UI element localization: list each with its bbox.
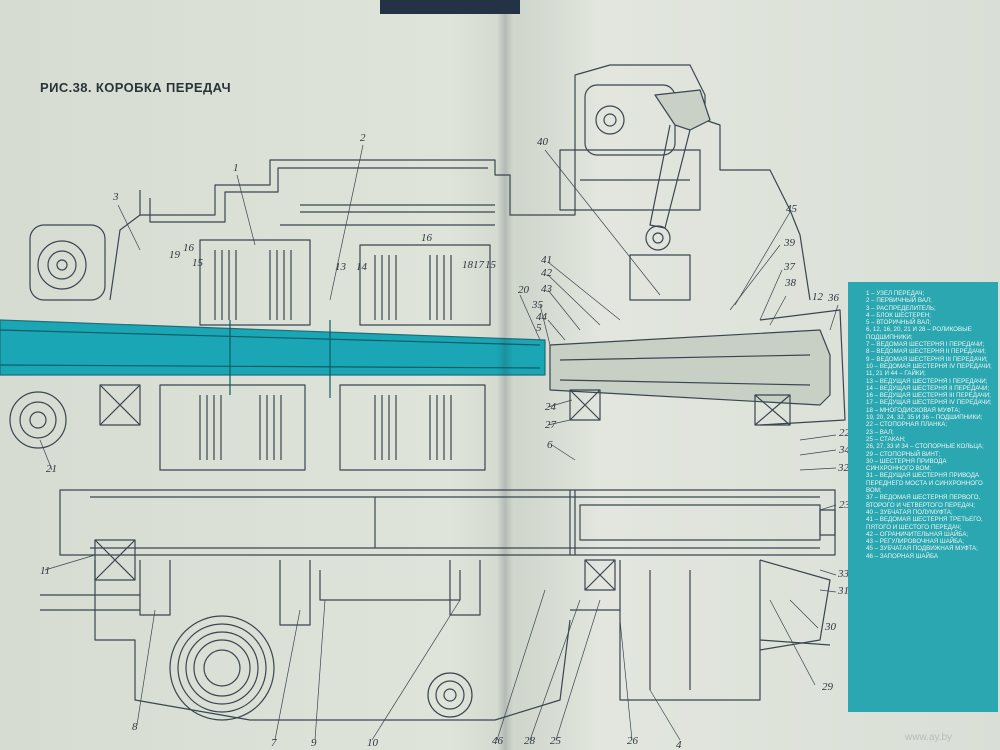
book-spine-shadow (497, 0, 513, 750)
callout-label: 18 (462, 259, 473, 271)
callout-label: 3 (113, 191, 119, 203)
legend-item: 42 – ОГРАНИЧИТЕЛЬНАЯ ШАЙБА; (866, 530, 969, 538)
callout-label: 9 (311, 737, 317, 749)
callout-label: 34 (839, 444, 850, 456)
legend-item: 11, 21 и 44 – ГАЙКИ; (866, 370, 926, 378)
clutch-packs-lower (159, 384, 486, 471)
callout-label: 23 (839, 499, 850, 511)
callout-label: 8 (132, 721, 138, 733)
callout-label: 41 (541, 254, 552, 266)
bearings (94, 384, 791, 591)
legend-item: 8 – ВЕДОМАЯ ШЕСТЕРНЯ II ПЕРЕДАЧИ; (866, 348, 986, 356)
legend-item: 31 – ВЕДУЩАЯ ШЕСТЕРНЯ ПРИВОДА ПЕРЕДНЕГО … (866, 472, 983, 495)
book-cover-edge (380, 0, 520, 14)
callout-label: 38 (785, 277, 796, 289)
callout-label: 31 (838, 585, 849, 597)
shift-lever (629, 89, 711, 301)
legend-item: 46 – ЗАПОРНАЯ ШАЙБА (866, 552, 939, 560)
callout-label: 16 (421, 232, 432, 244)
callout-label: 7 (271, 737, 277, 749)
callout-label: 5 (536, 322, 542, 334)
legend-item: 41 – ВЕДОМАЯ ШЕСТЕРНЯ ТРЕТЬЕГО, ПЯТОГО И… (866, 516, 983, 531)
callout-label: 15 (485, 259, 496, 271)
leader-lines (39, 144, 839, 741)
legend-item: 17 – ВЕДУЩАЯ ШЕСТЕРНЯ IV ПЕРЕДАЧИ; (866, 399, 992, 407)
legend-item: 10 – ВЕДОМАЯ ШЕСТЕРНЯ IV ПЕРЕДАЧИ; (866, 362, 992, 370)
callout-label: 24 (545, 401, 556, 413)
legend-item: 23 – ВАЛ; (866, 428, 894, 436)
callout-label: 2 (360, 132, 366, 144)
legend-item: 4 – БЛОК ШЕСТЕРЕН; (866, 311, 931, 319)
legend-item: 37 – ВЕДОМАЯ ШЕСТЕРНЯ ПЕРВОГО, ВТОРОГО И… (866, 494, 981, 509)
callout-label: 32 (838, 462, 849, 474)
distributor-housing (29, 224, 106, 301)
legend-item: 25 – СТАКАН; (866, 435, 906, 443)
callout-label: 33 (838, 568, 849, 580)
legend-item: 45 – ЗУБЧАТАЯ ПОДВИЖНАЯ МУФТА; (866, 545, 978, 553)
legend-item: 1 – УЗЕЛ ПЕРЕДАЧ; (866, 290, 925, 297)
callout-label: 16 (183, 242, 194, 254)
output-shaft (549, 309, 846, 426)
callout-label: 39 (784, 237, 795, 249)
legend-item: 7 – ВЕДОМАЯ ШЕСТЕРНЯ I ПЕРЕДАЧИ; (866, 341, 985, 349)
callout-label: 35 (532, 299, 543, 311)
callout-label: 12 (812, 291, 823, 303)
callout-label: 46 (492, 735, 503, 747)
callout-label: 15 (192, 257, 203, 269)
legend-item: 2 – ПЕРВИЧНЫЙ ВАЛ; (866, 297, 932, 305)
callout-label: 29 (822, 681, 833, 693)
callout-label: 25 (550, 735, 561, 747)
callout-label: 1 (233, 162, 239, 174)
clutch-packs-upper (199, 239, 491, 326)
figure-title: РИС.38. КОРОБКА ПЕРЕДАЧ (40, 80, 231, 95)
callout-label: 36 (828, 292, 839, 304)
legend-item: 18 – МНОГОДИСКОВАЯ МУФТА; (866, 406, 961, 414)
callout-label: 17 (473, 259, 484, 271)
legend-item: 22 – СТОПОРНАЯ ПЛАНКА; (866, 421, 948, 429)
legend-item: 14 – ВЕДУЩАЯ ШЕСТЕРНЯ II ПЕРЕДАЧИ; (866, 384, 990, 392)
callout-label: 28 (524, 735, 535, 747)
oil-filter-spiral (169, 615, 473, 721)
callout-label: 14 (356, 261, 367, 273)
driven-gears-lower (40, 560, 761, 701)
watermark: www.ay.by (905, 732, 953, 743)
legend-item: 5 – ВТОРИЧНЫЙ ВАЛ; (866, 319, 932, 327)
callout-label: 42 (541, 267, 552, 279)
callout-label: 21 (46, 463, 57, 475)
callout-label: 26 (627, 735, 638, 747)
callout-label: 6 (547, 439, 553, 451)
callout-label: 37 (784, 261, 795, 273)
legend-item: 26, 27, 33 и 34 – СТОПОРНЫЕ КОЛЬЦА; (866, 443, 984, 451)
legend-item: 43 – РЕГУЛИРОВОЧНАЯ ШАЙБА; (866, 538, 964, 546)
housing-lower (94, 559, 831, 721)
callout-label: 44 (536, 311, 547, 323)
legend-item: 9 – ВЕДОМАЯ ШЕСТЕРНЯ III ПЕРЕДАЧИ; (866, 355, 988, 363)
callout-label: 30 (825, 621, 836, 633)
parts-legend: 1 – УЗЕЛ ПЕРЕДАЧ;2 – ПЕРВИЧНЫЙ ВАЛ;3 – Р… (848, 282, 998, 712)
legend-item: 19, 20, 24, 32, 35 и 36 – ПОДШИПНИКИ; (866, 414, 983, 422)
callout-label: 20 (518, 284, 529, 296)
callout-label: 43 (541, 283, 552, 295)
countershaft (59, 489, 836, 556)
callout-label: 4 (676, 739, 682, 750)
callout-label: 22 (839, 427, 850, 439)
callout-label: 19 (169, 249, 180, 261)
legend-item: 30 – ШЕСТЕРНЯ ПРИВОДА СИНХРОННОГО ВОМ; (866, 457, 947, 473)
callout-label: 40 (537, 136, 548, 148)
legend-item: 3 – РАСПРЕДЕЛИТЕЛЬ; (866, 304, 936, 312)
legend-item: 40 – ЗУБЧАТАЯ ПОЛУМУФТА; (866, 508, 953, 516)
callout-label: 13 (335, 261, 346, 273)
callout-label: 10 (367, 737, 378, 749)
callout-label: 45 (786, 203, 797, 215)
left-bearing-cap (9, 391, 67, 449)
legend-item: 13 – ВЕДУЩАЯ ШЕСТЕРНЯ I ПЕРЕДАЧИ; (866, 377, 988, 385)
callout-label: 27 (545, 419, 556, 431)
primary-shaft (0, 319, 546, 398)
legend-item: 16 – ВЕДУЩАЯ ШЕСТЕРНЯ III ПЕРЕДАЧИ; (866, 392, 991, 400)
callout-label: 11 (40, 565, 51, 577)
legend-item: 6, 12, 16, 20, 21 и 28 – РОЛИКОВЫЕ ПОДШИ… (866, 326, 972, 341)
legend-item: 29 – СТОПОРНЫЙ ВИНТ; (866, 450, 941, 458)
